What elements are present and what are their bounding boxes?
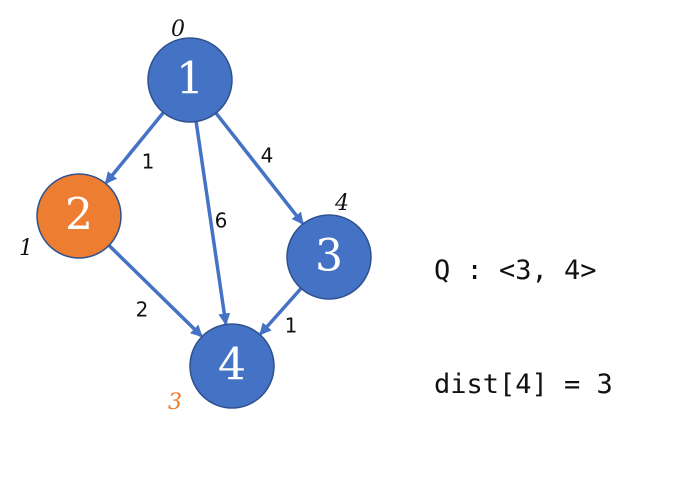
nodes-layer: 1 2 3 4 [36, 37, 372, 409]
edge-weight-2-4: 2 [136, 298, 149, 322]
node-label-4: 4 [218, 340, 246, 391]
edge-2-to-4 [107, 244, 203, 338]
node-circle-1 [147, 37, 233, 123]
distance-label-node-1: 0 [171, 17, 185, 42]
graph-canvas: 1 6 4 2 1 1 2 3 4 0 1 4 3 Q : <3, 4> dist[4] = 3 [19, 17, 613, 415]
algorithm-status: Q : <3, 4> dist[4] = 3 [434, 176, 613, 480]
distance-label-node-3: 4 [334, 191, 349, 216]
node-label-2: 2 [65, 190, 93, 241]
node-circle-3 [286, 214, 372, 300]
node-label-3: 3 [315, 231, 343, 282]
edge-weight-1-3: 4 [261, 144, 274, 168]
node-label-1: 1 [176, 54, 204, 105]
edge-weight-3-4: 1 [285, 314, 298, 338]
distance-status: dist[4] = 3 [434, 369, 613, 400]
edge-1-to-3 [214, 111, 304, 225]
edge-1-to-4 [194, 121, 231, 326]
edge-3-to-4 [259, 287, 303, 336]
edges-layer [104, 111, 304, 338]
edge-1-to-2 [104, 111, 165, 185]
distance-labels-layer: 0 1 4 3 [19, 17, 349, 415]
distance-label-node-4: 3 [168, 390, 182, 415]
edge-weights-layer: 1 6 4 2 1 [136, 144, 298, 338]
edge-weight-1-2: 1 [142, 150, 155, 174]
graph-node-2: 2 [36, 173, 122, 259]
graph-node-1: 1 [147, 37, 233, 123]
node-circle-2 [36, 173, 122, 259]
graph-node-4: 4 [189, 323, 275, 409]
distance-label-node-2: 1 [19, 236, 33, 261]
edge-weight-1-4: 6 [215, 209, 228, 233]
node-circle-4 [189, 323, 275, 409]
queue-status: Q : <3, 4> [434, 255, 597, 286]
graph-node-3: 3 [286, 214, 372, 300]
dijkstra-graph: 1 6 4 2 1 1 2 3 4 0 1 4 3 [19, 17, 372, 415]
